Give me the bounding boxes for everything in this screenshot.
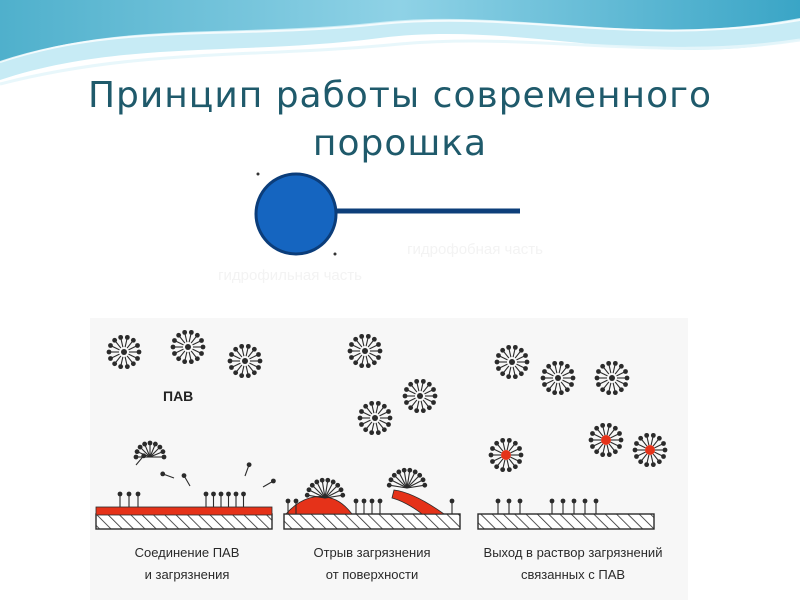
surfactant-monomer: [126, 491, 132, 507]
dirt-layers: [95, 489, 446, 516]
surface-1: [95, 513, 273, 530]
surface-2: [283, 513, 461, 530]
surfactant-monomer: [241, 491, 246, 507]
surfactant-monomer: [353, 498, 359, 514]
caption-line: Соединение ПАВ: [134, 545, 240, 560]
dot-marker: [333, 252, 337, 256]
micelle: [170, 329, 206, 365]
surfactant-monomer: [218, 491, 224, 507]
dot-marker: [256, 172, 260, 176]
surfactant-monomer: [506, 498, 512, 514]
surfactant-monomer: [517, 498, 523, 514]
surfactant-monomer: [495, 498, 501, 514]
micelle: [494, 344, 530, 380]
micelle: [540, 360, 576, 396]
surfactant-monomer: [135, 491, 141, 507]
free-monomer: [244, 462, 252, 477]
micelle: [227, 343, 263, 379]
free-monomer: [160, 471, 175, 479]
surfactant-monomer: [226, 491, 231, 507]
caption-line: Отрыв загрязнения: [313, 545, 431, 560]
caption-line: связанных с ПАВ: [520, 567, 626, 582]
adsorbing-micelle: [304, 477, 346, 499]
hydrophilic-head: [254, 172, 338, 256]
surfactant-monomer: [117, 491, 123, 507]
hydrophilic-label: гидрофильная часть: [218, 267, 362, 284]
surfactant-monomer: [211, 491, 216, 507]
micelle-with-dirt: [632, 432, 668, 468]
dirt-layer-2a: [285, 496, 353, 515]
surfactant-monomers: [117, 453, 599, 514]
dirt-layer-1: [95, 506, 273, 516]
slide-title: Принцип работы современного порошка: [0, 72, 800, 168]
micelle-with-dirt: [488, 437, 524, 473]
surfactant-monomer: [593, 498, 599, 514]
surfactant-monomer: [571, 498, 577, 514]
caption-line: и загрязнения: [144, 567, 230, 582]
micelle: [594, 360, 630, 396]
header-wave: [0, 0, 800, 86]
free-monomer: [262, 478, 276, 488]
micelle: [402, 378, 438, 414]
surfactant-molecule: [254, 172, 520, 256]
surface-3: [477, 513, 655, 530]
surfactant-monomer: [377, 498, 383, 514]
micelle-with-dirt: [588, 422, 624, 458]
surfactant-label: ПАВ: [163, 388, 193, 404]
caption-line: Выход в раствор загрязнений: [483, 545, 663, 560]
surfactant-monomer: [560, 498, 566, 514]
micelle: [357, 400, 393, 436]
surfactant-monomer: [549, 498, 555, 514]
adsorbing-micelle: [386, 467, 428, 489]
surfactant-monomer: [449, 498, 455, 514]
surfactant-monomer: [369, 498, 375, 514]
free-monomer: [181, 473, 191, 487]
title-line-2: порошка: [312, 123, 488, 164]
surfaces: [95, 513, 655, 530]
diagram-panel: [90, 318, 688, 600]
caption-step-2: Отрыв загрязнения от поверхности: [272, 542, 472, 586]
micelles: [106, 329, 668, 499]
hydrophobic-label: гидрофобная часть: [407, 241, 543, 258]
dirt-layer-2b: [391, 489, 446, 515]
micelle: [347, 333, 383, 369]
micelle: [106, 334, 142, 370]
caption-step-1: Соединение ПАВ и загрязнения: [92, 542, 282, 586]
caption-step-3: Выход в раствор загрязнений связанных с …: [448, 542, 698, 586]
surfactant-monomer: [293, 498, 299, 514]
surfactant-monomer: [361, 498, 367, 514]
surfactant-monomer: [233, 491, 239, 507]
surfactant-monomer: [203, 491, 209, 507]
free-monomer: [135, 453, 147, 466]
surfactant-monomer: [582, 498, 588, 514]
surfactant-monomer: [285, 498, 291, 514]
title-line-1: Принцип работы современного: [87, 75, 713, 116]
caption-line: от поверхности: [325, 567, 419, 582]
